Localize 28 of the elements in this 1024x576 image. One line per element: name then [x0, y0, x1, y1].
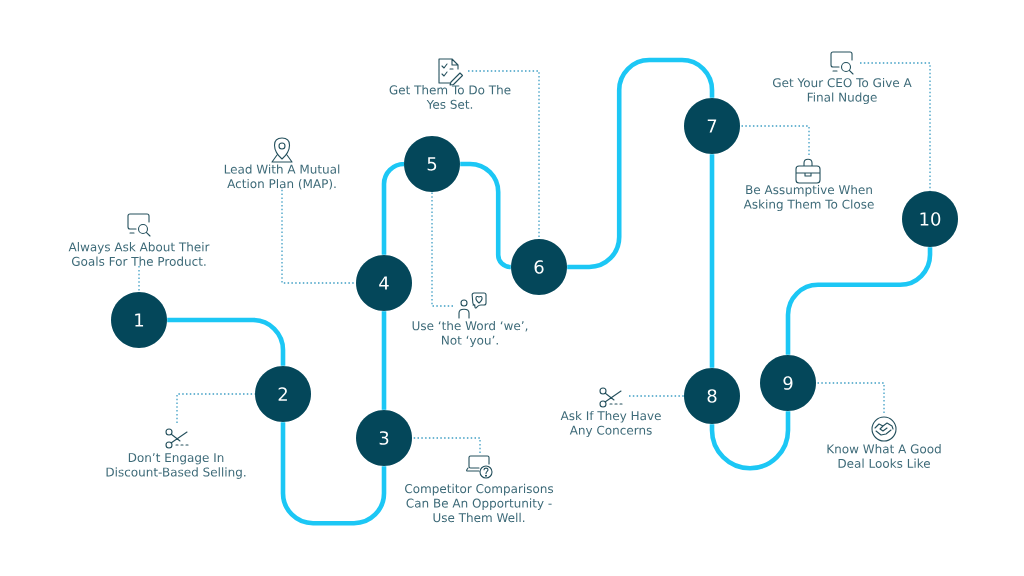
step-description: Competitor Comparisons Can Be An Opportunity - Use Them Well.	[405, 483, 554, 523]
route-line	[167, 317, 286, 366]
route-line	[460, 161, 513, 270]
step-description: Ask If They Have Any Concerns	[560, 410, 661, 438]
route-line	[381, 161, 407, 255]
leader-line	[467, 70, 540, 240]
route-line	[567, 57, 715, 270]
route-line	[709, 411, 791, 471]
route-line	[381, 311, 387, 410]
step-description: Be Assumptive When Asking Them To Close	[743, 184, 874, 212]
leader-line	[281, 189, 357, 284]
leader-line	[815, 382, 885, 414]
route-line	[709, 154, 715, 368]
leader-line	[411, 437, 481, 454]
leader-line	[176, 393, 256, 424]
step-description: Get Your CEO To Give A Final Nudge	[772, 77, 912, 105]
route-line	[280, 422, 387, 526]
step-description: Get Them To Do The Yes Set.	[389, 85, 511, 109]
leader-line	[138, 265, 140, 293]
leader-line	[431, 191, 454, 307]
step-description: Don’t Engage In Discount-Based Selling.	[106, 453, 246, 479]
step-description: Use ‘the Word ‘we’, Not ‘you’.	[412, 320, 528, 348]
leader-line	[628, 395, 685, 397]
step-description: Know What A Good Deal Looks Like	[827, 444, 941, 468]
step-description: Lead With A Mutual Action Plan (MAP).	[224, 164, 340, 190]
route-line	[785, 247, 933, 355]
step-description: Always Ask About Their Goals For The Product.	[68, 242, 210, 266]
leader-line	[739, 125, 810, 156]
